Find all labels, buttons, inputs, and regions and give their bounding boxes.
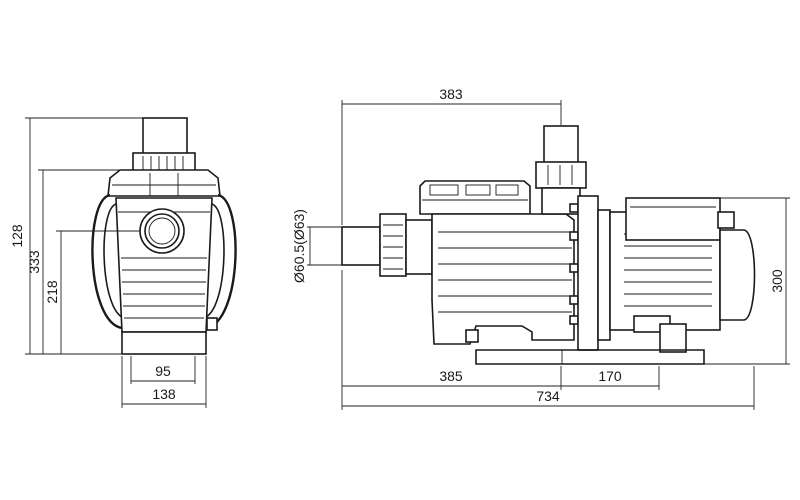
dim-label-734: 734: [536, 388, 560, 404]
side-terminal-box: [625, 197, 721, 241]
side-dimensions: [307, 100, 790, 410]
side-strainer-lid: [419, 180, 531, 215]
side-outlet-nut: [535, 161, 587, 189]
front-inlet-port: [139, 208, 185, 254]
side-fan-cover: [719, 229, 756, 321]
side-inlet-pipe: [341, 226, 381, 266]
front-outlet-pipe: [142, 117, 188, 155]
dim-label-385: 385: [439, 368, 463, 384]
dim-label-95: 95: [155, 363, 171, 379]
dim-label-138: 138: [152, 386, 176, 402]
front-drain-plug: [206, 317, 218, 331]
side-flange-bolt: [569, 295, 579, 305]
front-dimensions: [25, 117, 207, 408]
front-base-foot: [121, 331, 207, 355]
side-flange-bolt: [569, 263, 579, 273]
dim-label-inlet-diameter: Ø60.5(Ø63): [291, 209, 307, 283]
side-flange-bolt: [569, 203, 579, 213]
dim-label-333: 333: [26, 250, 42, 274]
side-inlet-spigot: [405, 219, 433, 275]
dim-label-128: 128: [9, 224, 25, 248]
dim-label-383: 383: [439, 86, 463, 102]
front-strainer-cap: [107, 169, 221, 197]
side-cable-gland: [717, 211, 735, 229]
dim-label-300: 300: [769, 269, 785, 293]
side-view: [341, 125, 756, 365]
side-flange-bolt: [569, 231, 579, 241]
side-flange-plate: [577, 195, 599, 351]
side-drain-plug: [465, 329, 479, 343]
side-pump-body: [431, 213, 575, 345]
dim-label-218: 218: [44, 280, 60, 304]
side-inlet-nut: [379, 213, 407, 277]
front-view: [91, 117, 237, 355]
dim-label-170: 170: [598, 368, 622, 384]
front-left-handle: [91, 193, 123, 330]
side-flange-bolt: [569, 315, 579, 325]
